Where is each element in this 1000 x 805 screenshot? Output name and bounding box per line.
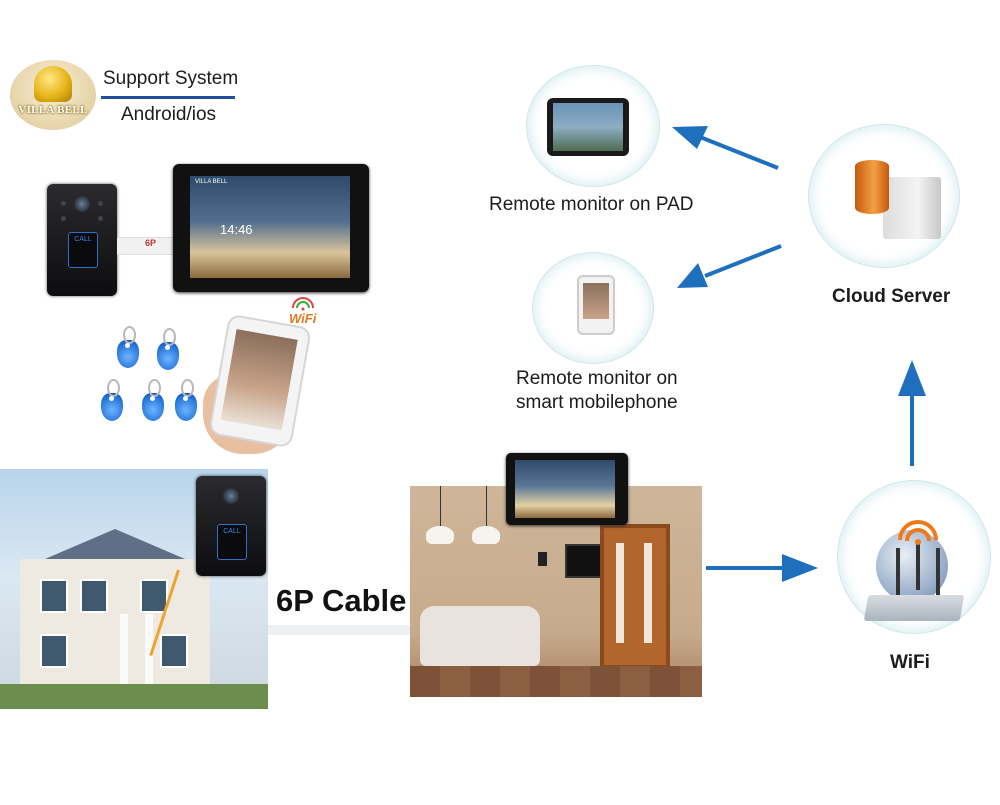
tablet-icon bbox=[547, 98, 629, 156]
camera-lens-icon bbox=[74, 196, 90, 212]
pad-circle bbox=[527, 66, 659, 186]
support-divider bbox=[101, 96, 235, 99]
wood-floor bbox=[410, 666, 702, 697]
house-window bbox=[40, 634, 68, 668]
pendant-lamp bbox=[426, 526, 454, 544]
house-window bbox=[80, 579, 108, 613]
door-panel bbox=[616, 543, 624, 643]
server-icon bbox=[883, 177, 941, 239]
phone-circle bbox=[533, 253, 653, 363]
pad-label: Remote monitor on PAD bbox=[489, 194, 694, 215]
house-column bbox=[145, 614, 153, 684]
cable-line bbox=[268, 625, 410, 635]
rfid-tag-icon bbox=[157, 328, 179, 370]
arrow-to-pad bbox=[699, 135, 779, 170]
call-button: CALL bbox=[68, 232, 98, 268]
phone-label-line2: smart mobilephone bbox=[516, 392, 678, 413]
arrowhead-pad bbox=[672, 126, 708, 149]
phone-icon bbox=[577, 275, 615, 335]
monitor-screen bbox=[515, 460, 615, 518]
bell-icon bbox=[34, 66, 72, 102]
antenna-icon bbox=[936, 548, 940, 598]
arrowhead-phone bbox=[677, 263, 708, 288]
house-column bbox=[120, 614, 128, 684]
outdoor-doorbell-unit: CALL bbox=[47, 184, 117, 296]
call-button: CALL bbox=[217, 524, 247, 560]
antenna-icon bbox=[916, 540, 920, 590]
monitor-screen: VILLA BELL 14:46 bbox=[190, 176, 350, 278]
rfid-tag-icon bbox=[175, 379, 197, 421]
cable-small-label: 6P bbox=[145, 238, 157, 248]
cable-label: 6P Cable bbox=[276, 583, 407, 618]
arrowhead-server bbox=[898, 360, 926, 396]
antenna-icon bbox=[896, 548, 900, 598]
door-panel bbox=[644, 543, 652, 643]
phone-label-line1: Remote monitor on bbox=[516, 368, 678, 389]
wifi-badge-label: WiFi bbox=[289, 311, 317, 326]
room-monitor-enlarged bbox=[506, 453, 628, 525]
rfid-tag-icon bbox=[142, 379, 164, 421]
cloud-server-label: Cloud Server bbox=[832, 286, 951, 307]
wall-doorbell bbox=[538, 552, 547, 566]
logo-brand-text: VILLA BELL bbox=[18, 104, 88, 116]
lamp-cord bbox=[486, 486, 487, 526]
house-lawn bbox=[0, 684, 268, 709]
led-icon bbox=[61, 201, 66, 206]
monitor-clock: 14:46 bbox=[220, 222, 253, 237]
led-icon bbox=[98, 201, 103, 206]
pendant-lamp bbox=[472, 526, 500, 544]
room-door bbox=[600, 524, 670, 669]
wifi-label: WiFi bbox=[890, 652, 930, 673]
house-window bbox=[140, 579, 168, 613]
villa-bell-logo: VILLA BELL bbox=[10, 60, 96, 130]
rfid-tag-icon bbox=[117, 326, 139, 368]
led-icon bbox=[61, 216, 66, 221]
support-system-title: Support System bbox=[103, 68, 239, 89]
monitor-brand: VILLA BELL bbox=[195, 179, 228, 185]
database-icon bbox=[855, 160, 889, 214]
sofa bbox=[420, 606, 540, 666]
indoor-monitor: VILLA BELL 14:46 bbox=[173, 164, 369, 292]
camera-lens-icon bbox=[223, 488, 239, 504]
house-window bbox=[40, 579, 68, 613]
cable-connector bbox=[117, 237, 177, 255]
arrowhead-wifi bbox=[782, 554, 818, 582]
lamp-cord bbox=[440, 486, 441, 526]
led-icon bbox=[98, 216, 103, 221]
house-window bbox=[160, 634, 188, 668]
arrow-to-phone bbox=[704, 244, 782, 278]
rfid-tag-icon bbox=[101, 379, 123, 421]
support-platforms: Android/ios bbox=[121, 104, 217, 125]
doorbell-closeup: CALL bbox=[196, 476, 266, 576]
